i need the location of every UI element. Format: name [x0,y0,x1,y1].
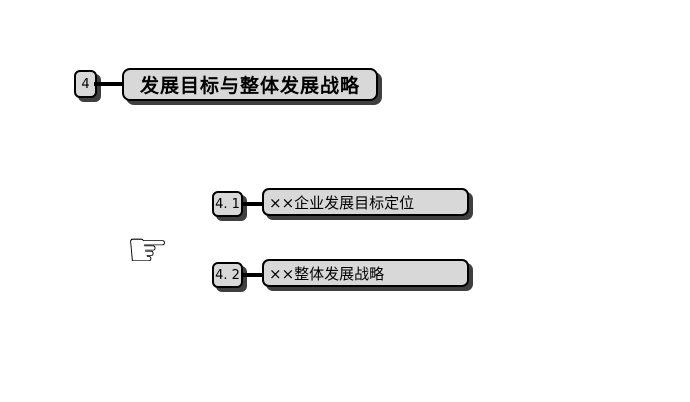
item-2-connector-line [241,273,266,277]
section-title-box: 发展目标与整体发展战略 [122,68,378,101]
item-1-number-box: 4. 1 [212,191,243,217]
pointing-hand-icon: ☞ [126,222,170,278]
item-2-number-box: 4. 2 [212,262,243,288]
item-1-connector-line [241,202,266,206]
item-2-label-box: ××整体发展战略 [262,259,469,287]
section-connector-line [94,82,126,86]
item-1-label-box: ××企业发展目标定位 [262,188,469,216]
